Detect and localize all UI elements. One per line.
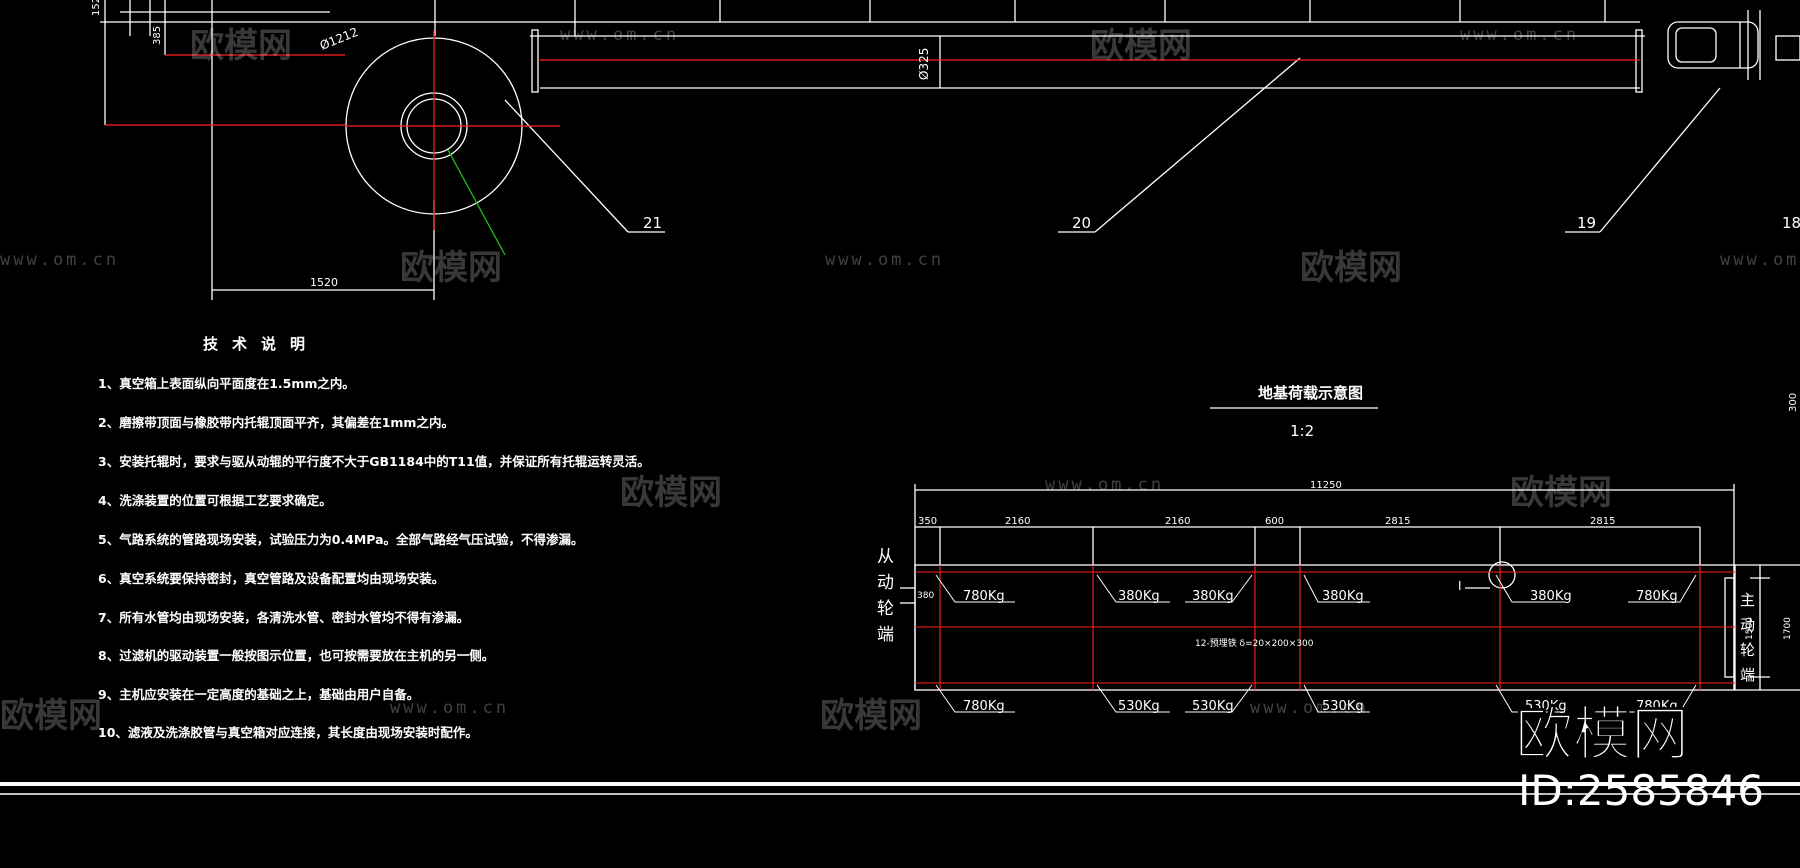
- section-mark: I: [1458, 579, 1462, 593]
- top-load-1: 780Kg: [963, 589, 1005, 604]
- note-item: 8、过滤机的驱动装置一般按图示位置，也可按需要放在主机的另一侧。: [98, 648, 495, 663]
- load-tabs: [935, 574, 1697, 713]
- watermark-url: www.om.cn: [560, 25, 680, 45]
- bottom-load-6: 780Kg: [1636, 699, 1678, 714]
- note-item: 2、磨擦带顶面与橡胶带内托辊顶面平齐，其偏差在1mm之内。: [98, 415, 454, 430]
- left-end-2: 动: [877, 573, 894, 593]
- section-circle: [1488, 561, 1516, 589]
- dim-right: 300: [1788, 393, 1799, 412]
- motor-body: [1667, 21, 1759, 69]
- left-dim: 380: [917, 591, 934, 601]
- note-item: 3、安装托辊时，要求与驱从动辊的平行度不大于GB1184中的T11值，并保证所有…: [98, 454, 650, 469]
- seg-dim-1: 350: [918, 516, 937, 527]
- top-load-4: 380Kg: [1322, 589, 1364, 604]
- right-end-3: 轮: [1740, 641, 1755, 659]
- foundation-scale: 1:2: [1290, 422, 1314, 440]
- note-item: 7、所有水管均由现场安装，各清洗水管、密封水管均不得有渗漏。: [98, 610, 470, 625]
- watermark-url: www.om.cn: [1720, 250, 1800, 270]
- dim-1520: 1520: [310, 276, 338, 289]
- top-load-6: 780Kg: [1636, 589, 1678, 604]
- brand-id: ID:2585846: [1518, 766, 1764, 815]
- left-end-4: 端: [877, 625, 894, 645]
- watermark-brand: 欧模网: [1510, 473, 1612, 513]
- foundation-frame: [900, 484, 1800, 691]
- foundation-redlines: [915, 565, 1735, 690]
- bottom-load-1: 780Kg: [963, 699, 1005, 714]
- note-item: 10、滤液及洗涤胶管与真空箱对应连接，其长度由现场安装时配作。: [98, 725, 478, 740]
- center-note: 12-预埋铁 δ=20×200×300: [1195, 637, 1314, 649]
- bottom-load-3: 530Kg: [1192, 699, 1234, 714]
- seg-dim-2: 2160: [1005, 516, 1030, 527]
- part-label-21: 21: [643, 214, 662, 232]
- overall-dim: 11250: [1310, 480, 1342, 491]
- bottom-load-5: 530Kg: [1525, 699, 1567, 714]
- watermark-brand: 欧模网: [190, 26, 292, 66]
- watermark-url: www.om.cn: [825, 250, 945, 270]
- notes-title: 技术说明: [203, 335, 320, 353]
- left-end-3: 轮: [877, 599, 894, 619]
- bottom-load-4: 530Kg: [1322, 699, 1364, 714]
- flange-right: [1635, 29, 1643, 93]
- note-item: 6、真空系统要保持密封，真空管路及设备配置均由现场安装。: [98, 571, 445, 586]
- flange-left: [531, 29, 539, 93]
- dim-side: 385: [152, 26, 163, 45]
- watermark-brand: 欧模网: [1090, 26, 1192, 66]
- watermark-brand: 欧模网: [400, 248, 502, 288]
- watermark-brand: 欧模网: [820, 696, 922, 736]
- seg-dim-6: 2815: [1590, 516, 1615, 527]
- pipe-assembly: [100, 0, 1800, 300]
- watermark-url: www.om.cn: [0, 250, 120, 270]
- watermark-url: www.om.cn: [390, 698, 510, 718]
- note-item: 9、主机应安装在一定高度的基础之上，基础由用户自备。: [98, 687, 420, 702]
- watermark-brand: 欧模网: [1300, 248, 1402, 288]
- dim-d2: Ø325: [917, 48, 931, 80]
- part-label-19: 19: [1577, 214, 1596, 232]
- note-item: 1、真空箱上表面纵向平面度在1.5mm之内。: [98, 376, 355, 391]
- foundation-title: 地基荷载示意图: [1258, 384, 1363, 402]
- right-end-2: 动: [1740, 616, 1755, 634]
- right-dim-1: 1500: [1745, 617, 1755, 640]
- top-load-3: 380Kg: [1192, 589, 1234, 604]
- top-load-2: 380Kg: [1118, 589, 1160, 604]
- dim-v2: 1520: [91, 0, 102, 16]
- right-end-1: 主: [1740, 591, 1755, 609]
- seg-dim-5: 2815: [1385, 516, 1410, 527]
- note-item: 4、洗涤装置的位置可根据工艺要求确定。: [98, 493, 332, 508]
- note-item: 5、气路系统的管路现场安装，试验压力为0.4MPa。全部气路经气压试验，不得渗漏…: [98, 532, 584, 547]
- right-end-4: 端: [1740, 666, 1755, 684]
- part-label-20: 20: [1072, 214, 1091, 232]
- dim-d1: Ø1212: [318, 25, 360, 53]
- left-end-1: 从: [877, 547, 894, 567]
- bottom-load-2: 530Kg: [1118, 699, 1160, 714]
- centerlines: [105, 30, 1640, 230]
- part-label-18: 18: [1782, 214, 1800, 232]
- watermark-brand: 欧模网: [620, 473, 722, 513]
- seg-dim-3: 2160: [1165, 516, 1190, 527]
- watermark-brand: 欧模网: [0, 696, 102, 736]
- green-leader: [447, 149, 506, 256]
- watermark-url: www.om.cn: [1250, 698, 1370, 718]
- right-dim-2: 1700: [1783, 617, 1793, 640]
- watermark-url: www.om.cn: [1045, 475, 1165, 495]
- top-load-5: 380Kg: [1530, 589, 1572, 604]
- seg-dim-4: 600: [1265, 516, 1284, 527]
- watermark-url: www.om.cn: [1460, 25, 1580, 45]
- brand-logo-text: 欧模网: [1514, 700, 1690, 769]
